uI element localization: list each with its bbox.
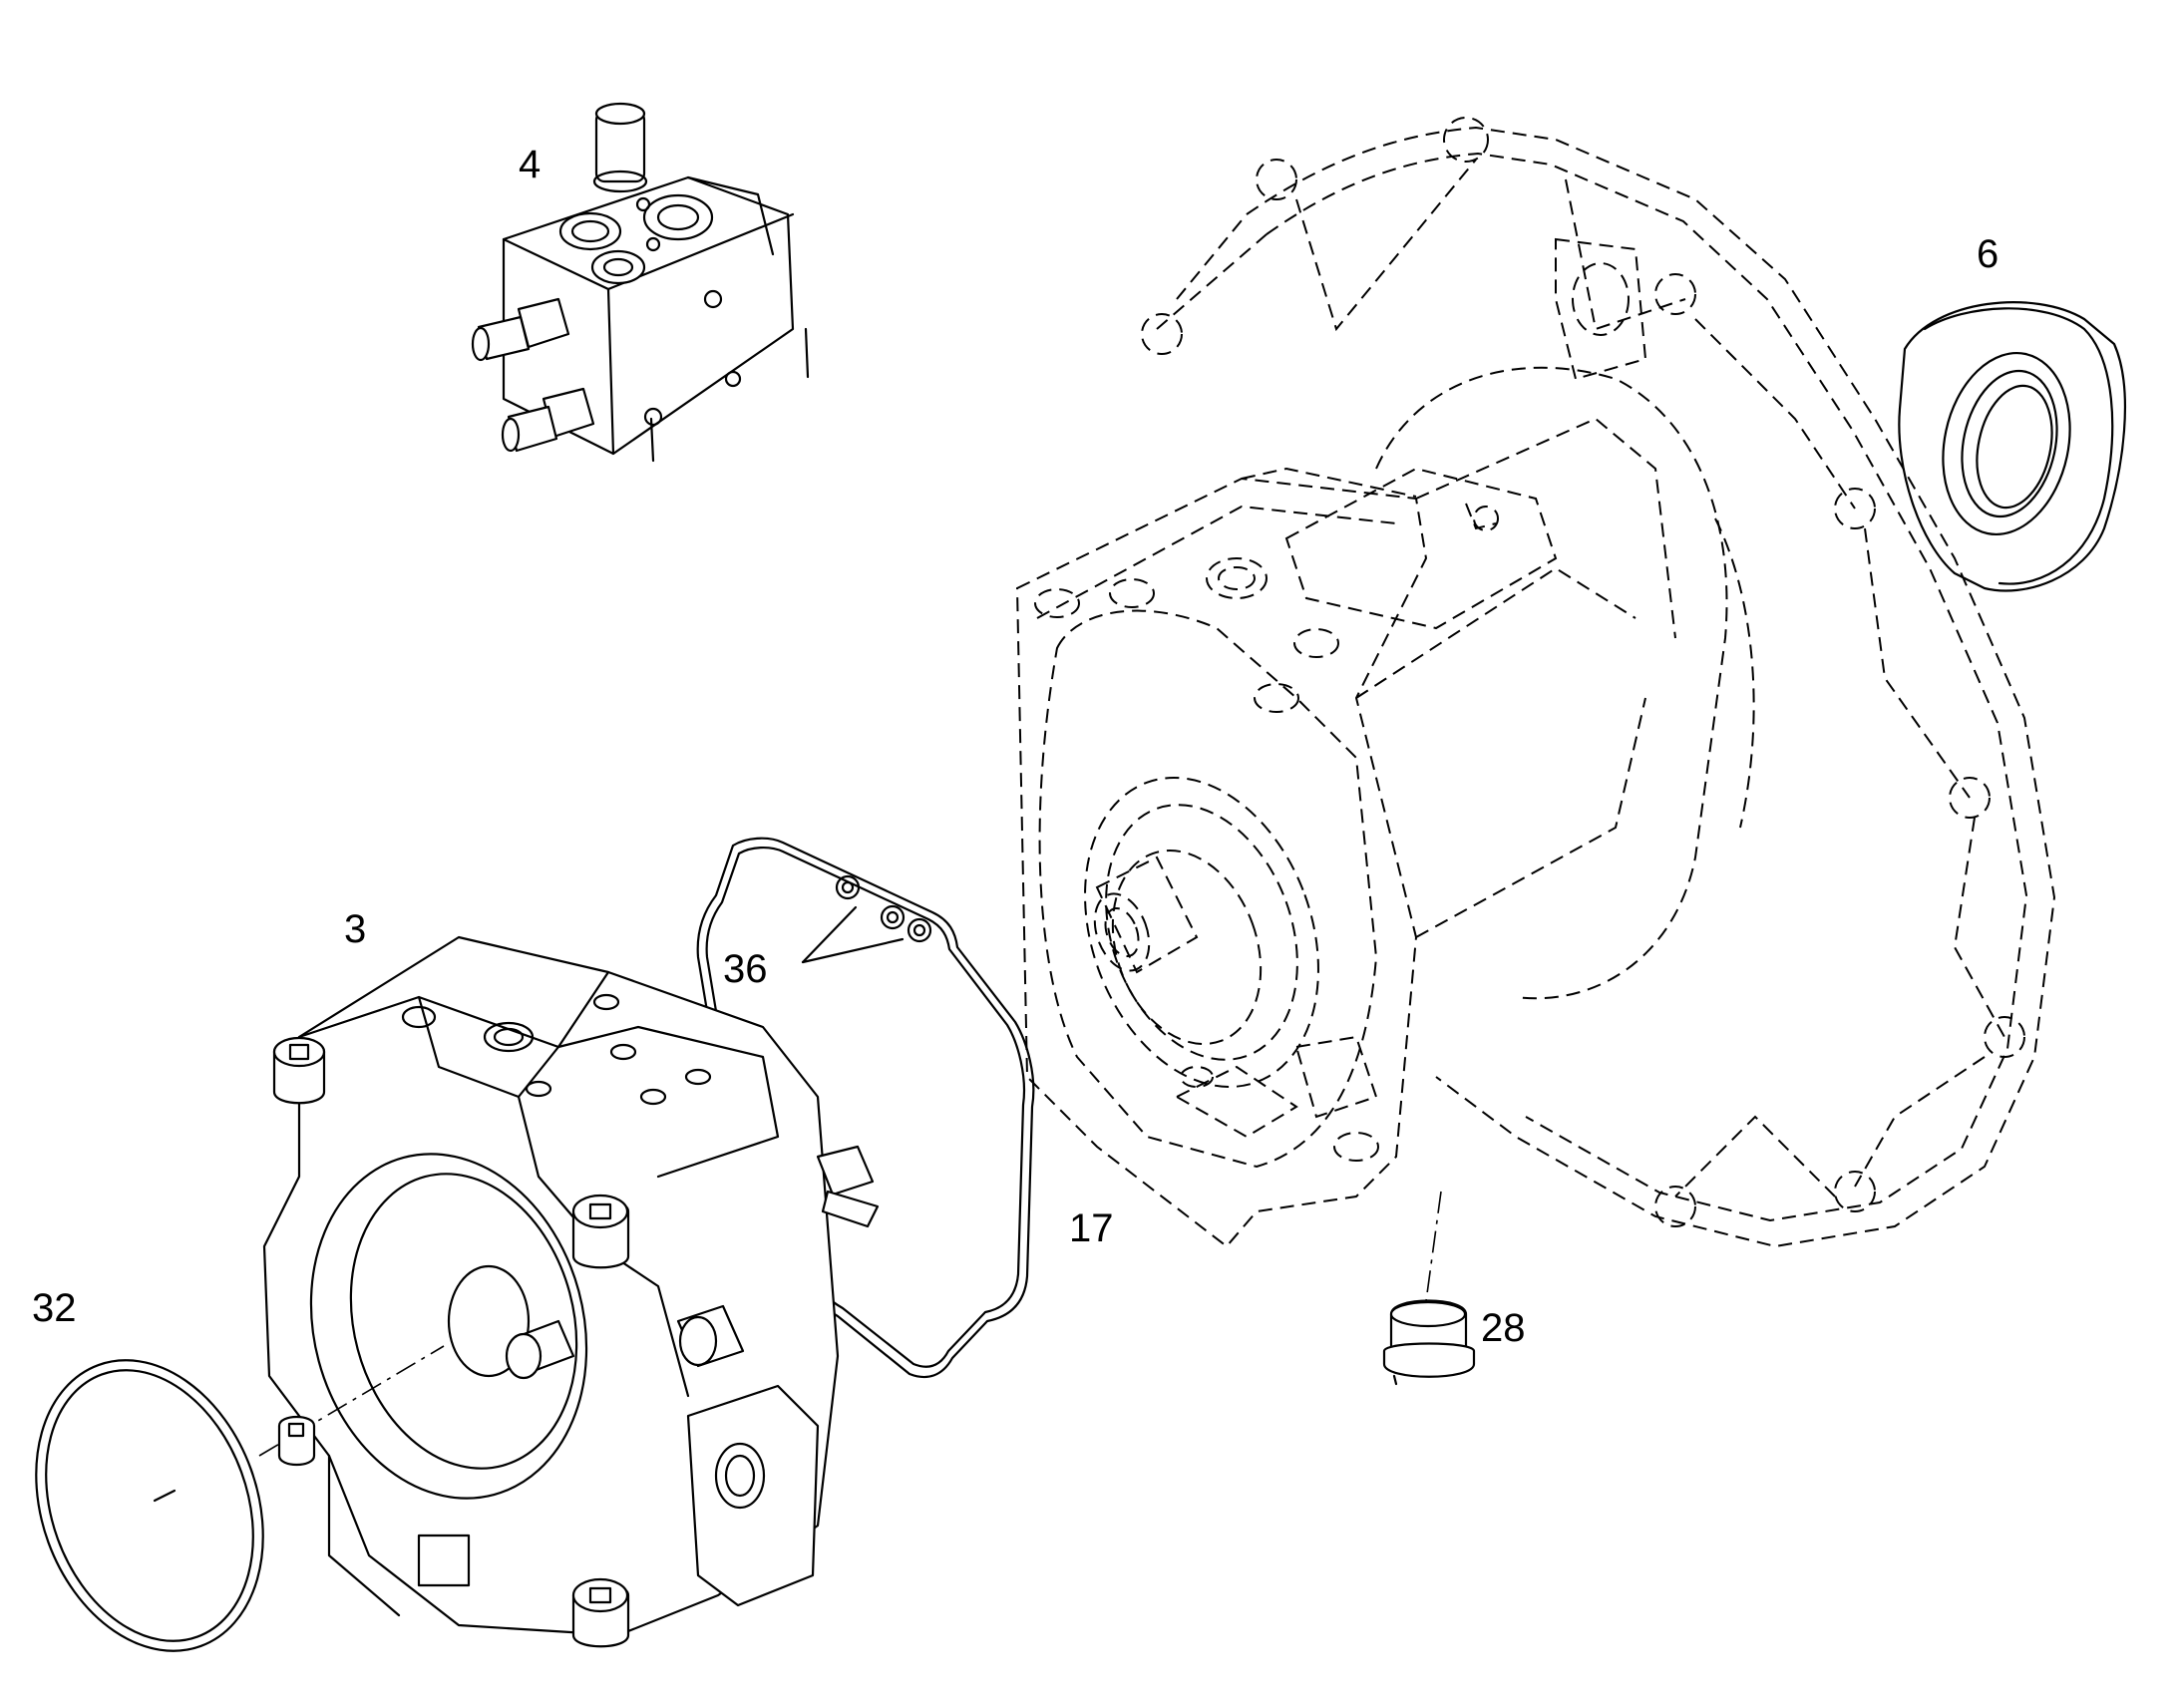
- callout-3: 3: [344, 907, 366, 951]
- part-4-control-valve[interactable]: [471, 102, 810, 463]
- callout-4: 4: [519, 143, 541, 186]
- callout-6: 6: [1977, 232, 1998, 276]
- part-6-shaft-seal[interactable]: [1898, 301, 2126, 592]
- callout-36: 36: [723, 947, 768, 991]
- callout-32: 32: [32, 1286, 77, 1330]
- callout-28: 28: [1481, 1306, 1526, 1350]
- callouts: 4 6 3 36 17 32 28: [32, 143, 1998, 1350]
- callout-17: 17: [1069, 1206, 1114, 1250]
- part-32-o-ring[interactable]: [0, 1328, 302, 1683]
- main-pump-housing: [1015, 117, 2056, 1248]
- part-3-end-cover[interactable]: [258, 935, 880, 1648]
- part-28-plug[interactable]: [1382, 1191, 1476, 1386]
